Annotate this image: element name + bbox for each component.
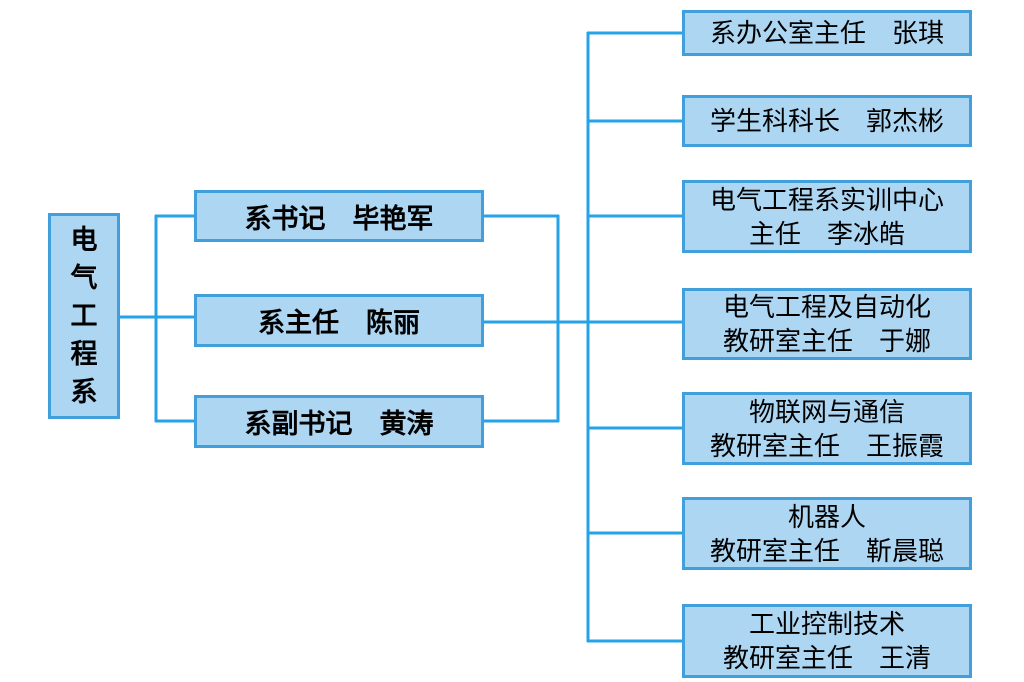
node-secretary: 系书记 毕艳军	[194, 190, 484, 242]
node-label-line1: 学生科科长 郭杰彬	[709, 106, 944, 136]
node-label-line1: 机器人	[787, 501, 866, 532]
node-student-affairs-chief: 学生科科长 郭杰彬	[682, 95, 972, 147]
node-label-line1: 工业控制技术	[748, 609, 905, 639]
node-department-root: 电气工程系	[48, 213, 120, 419]
node-label-line2: 教研室主任 王清	[722, 643, 931, 673]
node-robotics-office-director: 机器人 教研室主任 靳晨聪	[682, 497, 972, 570]
node-label: 系书记 毕艳军	[244, 203, 434, 234]
node-label-line2: 教研室主任 王振霞	[709, 430, 944, 461]
node-industrial-control-office-director: 工业控制技术 教研室主任 王清	[682, 604, 972, 678]
node-ee-automation-office-director: 电气工程及自动化 教研室主任 于娜	[682, 288, 972, 360]
node-label: 系主任 陈丽	[258, 308, 420, 338]
node-label-line1: 电气工程及自动化	[722, 292, 931, 322]
node-label-line1: 系办公室主任 张琪	[709, 18, 944, 48]
node-label: 电气工程系	[70, 225, 98, 407]
node-label-line2: 教研室主任 靳晨聪	[709, 535, 944, 566]
node-director: 系主任 陈丽	[194, 294, 484, 347]
node-iot-communication-office-director: 物联网与通信 教研室主任 王振霞	[682, 392, 972, 465]
node-office-director: 系办公室主任 张琪	[682, 10, 972, 56]
node-label-line2: 教研室主任 于娜	[722, 326, 931, 356]
node-label: 系副书记 黄涛	[244, 409, 434, 439]
node-deputy-secretary: 系副书记 黄涛	[194, 395, 484, 448]
node-training-center-director: 电气工程系实训中心 主任 李冰皓	[682, 180, 972, 253]
node-label-line1: 物联网与通信	[748, 396, 905, 427]
node-label-line1: 电气工程系实训中心	[709, 184, 944, 215]
node-label-line2: 主任 李冰皓	[748, 218, 905, 249]
